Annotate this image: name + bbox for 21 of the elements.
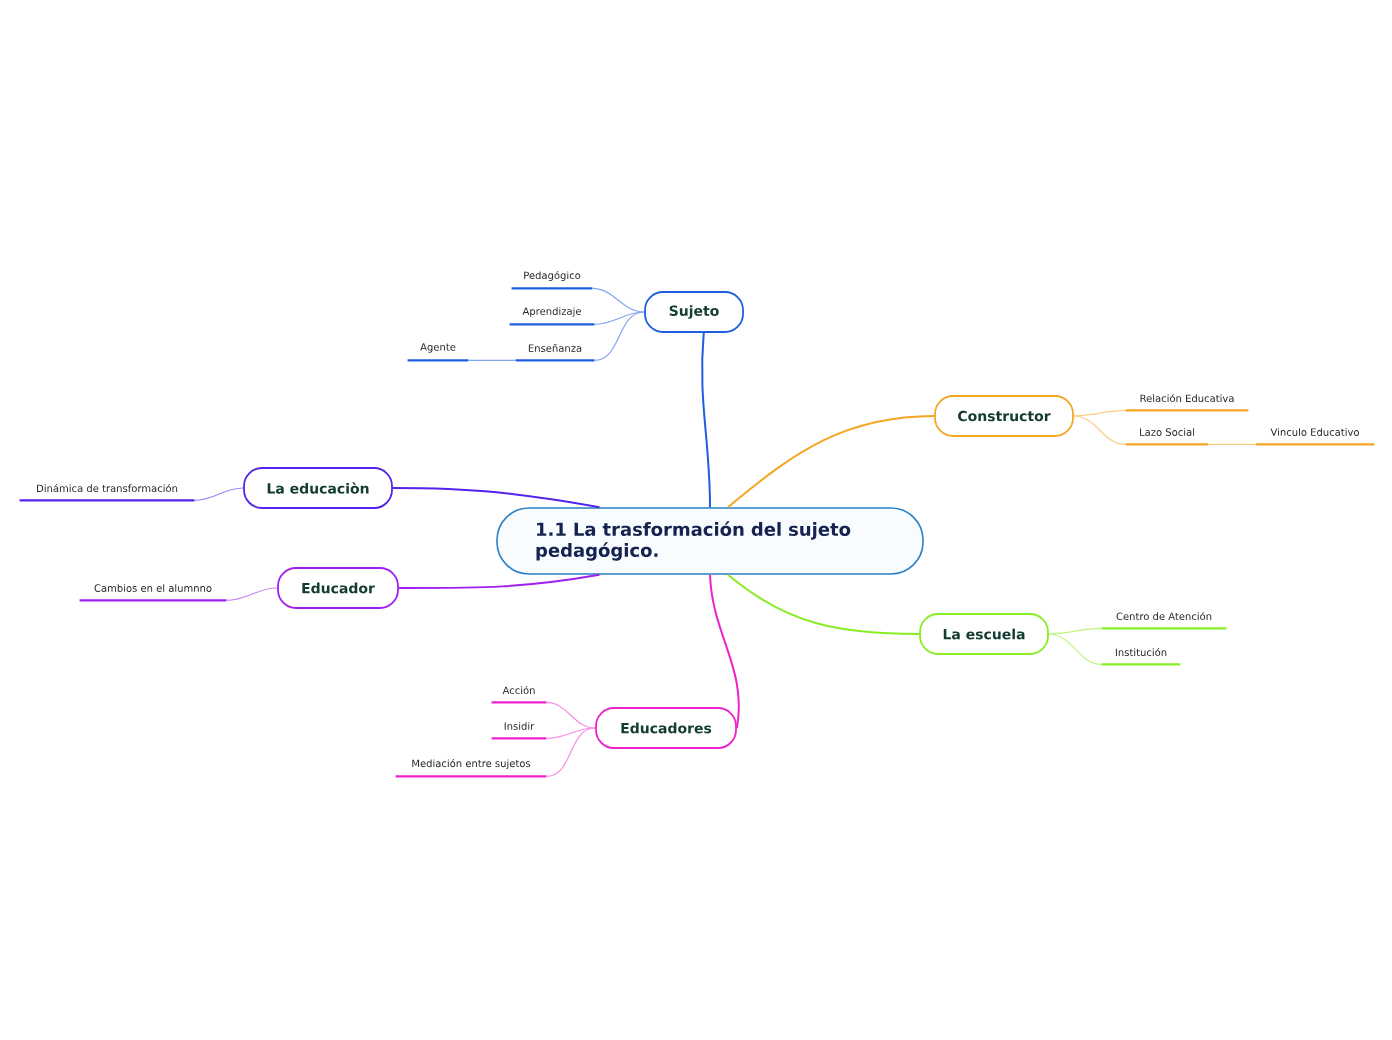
connector xyxy=(467,359,517,361)
connector xyxy=(225,587,278,601)
connector xyxy=(1048,627,1103,635)
connector xyxy=(727,573,921,635)
central-topic-box: 1.1 La trasformación del sujeto pedagógico. xyxy=(496,507,924,575)
connector xyxy=(545,727,596,739)
connector xyxy=(397,573,601,589)
connector xyxy=(1207,443,1257,445)
connector xyxy=(1073,415,1127,445)
connector xyxy=(591,287,645,313)
connector xyxy=(701,331,711,509)
connector xyxy=(545,727,596,777)
connector xyxy=(1073,409,1127,417)
connector xyxy=(727,415,936,509)
connector xyxy=(1048,633,1103,665)
connector xyxy=(391,487,601,509)
connector xyxy=(709,573,740,729)
connector xyxy=(193,487,244,501)
connector xyxy=(593,311,645,325)
connector xyxy=(593,311,645,361)
connector xyxy=(545,701,596,729)
